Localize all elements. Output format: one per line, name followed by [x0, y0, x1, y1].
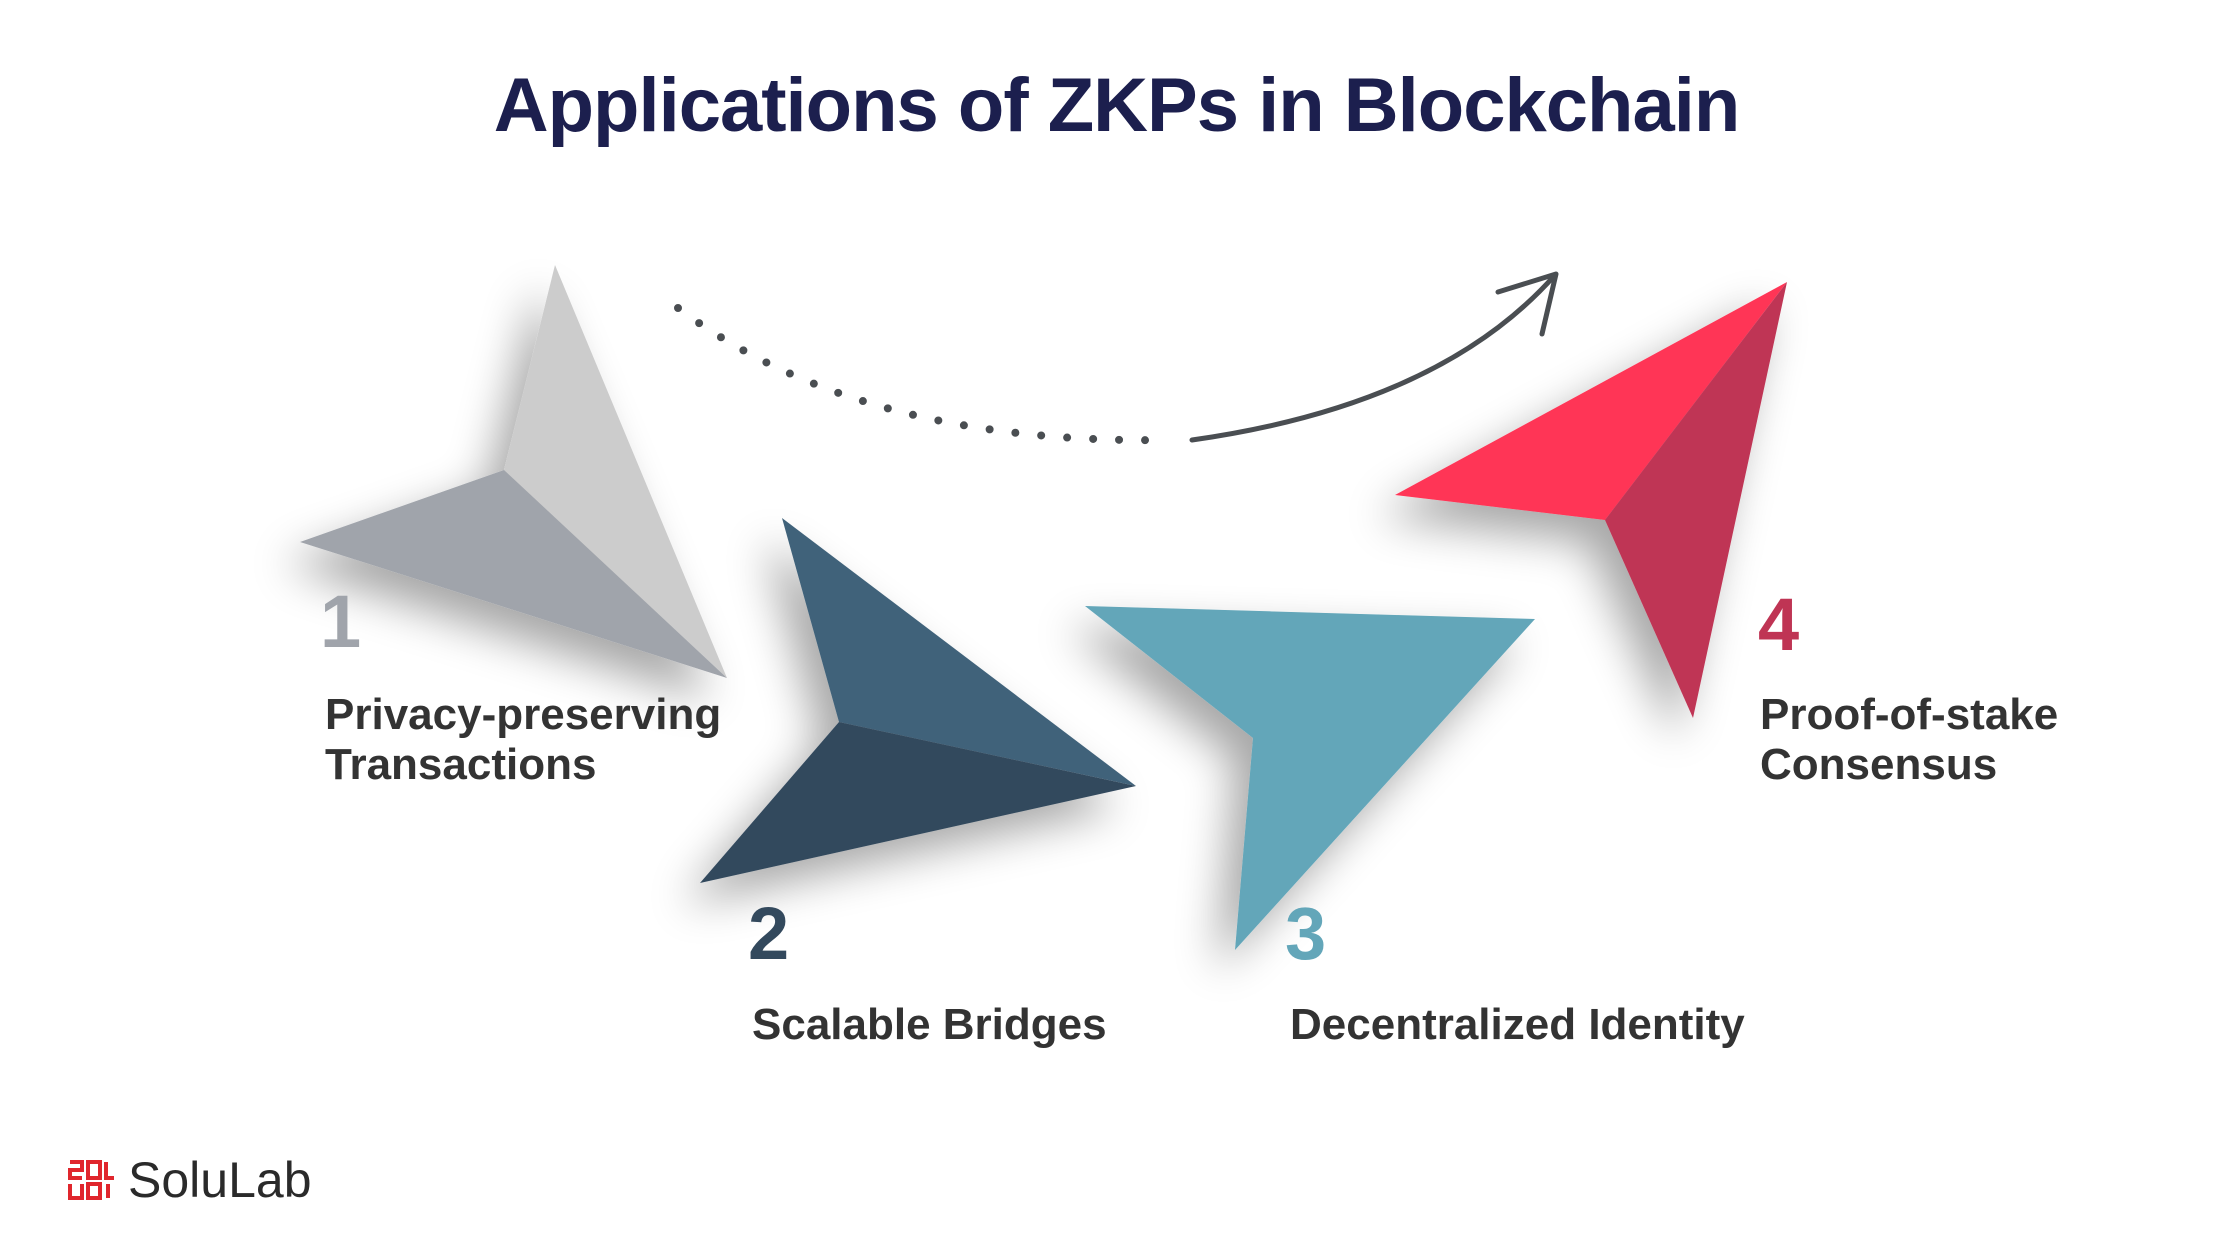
- dotted-path: [674, 304, 1174, 445]
- progress-arrow: [674, 271, 1559, 445]
- solulab-logo-icon: [68, 1160, 114, 1200]
- paper-plane-4-icon: [1395, 282, 1787, 718]
- step-2-number: 2: [748, 892, 790, 975]
- brand: SoluLab: [68, 1150, 312, 1210]
- step-2-label-line-1: Scalable Bridges: [752, 1000, 1107, 1049]
- step-4-label-line-1: Proof-of-stake: [1760, 690, 2059, 739]
- paper-plane-2-icon: [700, 518, 1136, 883]
- step-1-label: Privacy-preserving Transactions: [325, 690, 721, 790]
- arrow-head-icon: [1495, 271, 1559, 337]
- step-3-label-line-1: Decentralized Identity: [1290, 1000, 1745, 1049]
- step-4-label: Proof-of-stake Consensus: [1760, 690, 2058, 790]
- step-4-label-line-2: Consensus: [1760, 740, 1998, 789]
- paper-plane-1-icon: [300, 265, 727, 678]
- step-1-label-line-1: Privacy-preserving: [325, 690, 722, 739]
- page-title: Applications of ZKPs in Blockchain: [493, 63, 1741, 148]
- arrow-line: [1189, 272, 1558, 443]
- step-1-label-line-2: Transactions: [325, 740, 597, 789]
- brand-name: SoluLab: [128, 1152, 312, 1208]
- step-3-label: Decentralized Identity: [1290, 1000, 1745, 1050]
- step-3-number: 3: [1285, 892, 1327, 975]
- step-1-number: 1: [320, 580, 362, 663]
- step-4-number: 4: [1758, 583, 1800, 666]
- paper-plane-3-icon: [1085, 606, 1535, 950]
- step-2-label: Scalable Bridges: [752, 1000, 1107, 1050]
